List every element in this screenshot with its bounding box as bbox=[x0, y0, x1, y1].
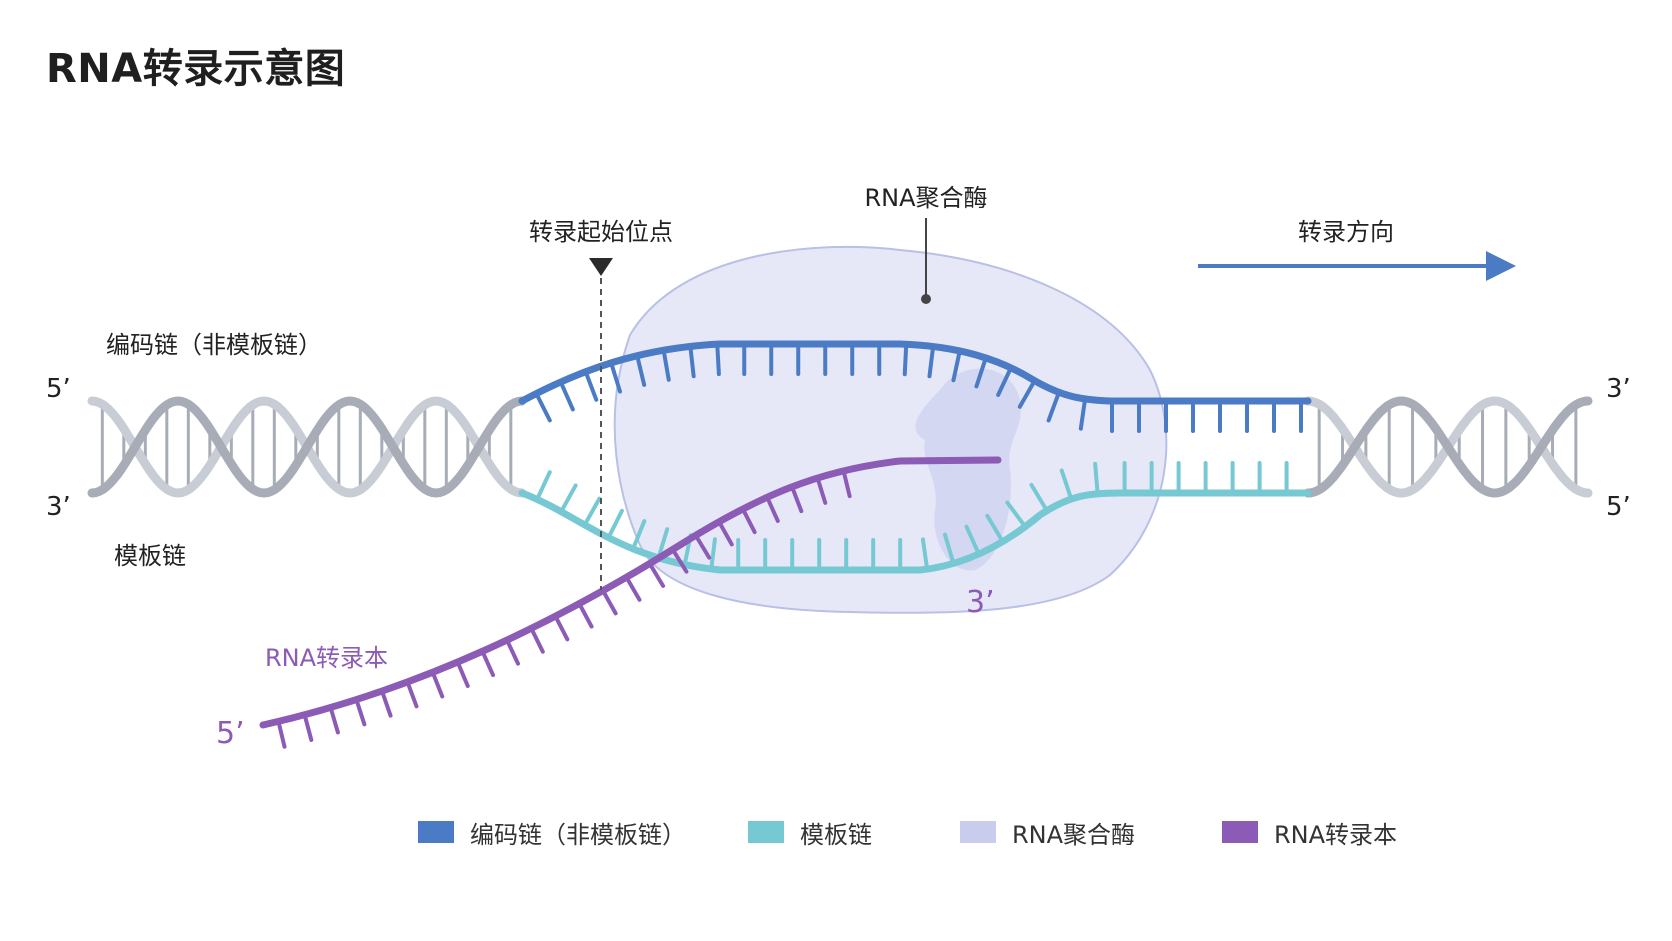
base-tick bbox=[1029, 482, 1049, 513]
base-tick bbox=[717, 519, 734, 547]
base-tick bbox=[688, 344, 696, 379]
base-tick bbox=[661, 348, 671, 382]
base-tick bbox=[647, 561, 666, 588]
base-tick bbox=[670, 547, 689, 574]
polymerase-pointer-dot bbox=[921, 294, 931, 304]
right-top-end-label: 3’ bbox=[1606, 374, 1631, 404]
base-tick bbox=[1005, 500, 1028, 529]
dna-double-helix-left bbox=[87, 396, 527, 498]
base-tick bbox=[942, 532, 956, 566]
base-tick bbox=[1093, 461, 1100, 496]
tss-label: 转录起始位点 bbox=[529, 218, 673, 246]
base-tick bbox=[1059, 468, 1074, 502]
base-tick bbox=[583, 369, 599, 402]
legend-label-transcript: RNA转录本 bbox=[1274, 820, 1398, 849]
legend-label-polymerase: RNA聚合酶 bbox=[1012, 820, 1136, 849]
direction-label: 转录方向 bbox=[1298, 218, 1394, 246]
polymerase-clamp bbox=[915, 368, 1021, 571]
legend-item-template: 模板链 bbox=[748, 812, 872, 852]
base-tick bbox=[631, 519, 647, 551]
base-tick bbox=[709, 537, 717, 572]
base-tick bbox=[790, 484, 804, 514]
base-tick bbox=[535, 470, 552, 502]
base-tick bbox=[354, 697, 367, 727]
base-tick bbox=[276, 719, 287, 749]
base-tick bbox=[430, 670, 445, 699]
tss-triangle-icon bbox=[589, 258, 613, 276]
base-tick bbox=[534, 391, 552, 423]
legend-swatch-polymerase bbox=[960, 821, 996, 843]
base-tick bbox=[480, 649, 496, 678]
base-tick bbox=[606, 508, 624, 540]
rna-polymerase bbox=[613, 245, 1168, 614]
base-tick bbox=[600, 588, 618, 616]
base-tick bbox=[740, 506, 757, 535]
legend-label-template: 模板链 bbox=[800, 820, 872, 849]
base-tick bbox=[328, 705, 340, 735]
direction-arrow-head bbox=[1486, 251, 1516, 281]
template-strand bbox=[518, 489, 1312, 574]
rna-5-end-label: 5’ bbox=[216, 716, 245, 751]
base-tick bbox=[902, 342, 909, 377]
legend-item-coding: 编码链（非模板链） bbox=[418, 812, 686, 852]
left-bottom-end-label: 3’ bbox=[46, 492, 71, 522]
base-tick bbox=[302, 712, 314, 742]
base-tick bbox=[920, 537, 930, 572]
base-tick bbox=[405, 679, 419, 709]
dna-double-helix-right bbox=[1303, 396, 1593, 498]
base-tick bbox=[553, 614, 570, 642]
base-tick bbox=[996, 365, 1013, 397]
right-bottom-end-label: 5’ bbox=[1606, 492, 1631, 522]
base-tick bbox=[927, 344, 936, 379]
base-tick bbox=[985, 513, 1005, 544]
legend-label-coding: 编码链（非模板链） bbox=[470, 820, 686, 849]
base-tick bbox=[841, 468, 852, 499]
base-tick bbox=[582, 496, 602, 527]
left-top-end-label: 5’ bbox=[46, 374, 71, 404]
base-tick bbox=[380, 689, 393, 718]
base-tick bbox=[558, 379, 575, 412]
template-strand-label: 模板链 bbox=[114, 542, 186, 570]
page-title: RNA转录示意图 bbox=[46, 46, 346, 92]
base-tick bbox=[715, 342, 721, 377]
legend-swatch-coding bbox=[418, 821, 454, 843]
base-tick bbox=[504, 638, 521, 666]
coding-strand-label: 编码链（非模板链） bbox=[106, 331, 322, 359]
base-tick bbox=[609, 360, 623, 394]
legend-swatch-transcript bbox=[1222, 821, 1258, 843]
base-tick bbox=[624, 575, 642, 602]
coding-strand-bases bbox=[534, 342, 1303, 433]
base-tick bbox=[455, 660, 470, 689]
base-tick bbox=[974, 355, 988, 389]
rna-transcript bbox=[259, 456, 1002, 729]
helix-backbone bbox=[87, 396, 527, 498]
base-tick bbox=[577, 601, 594, 629]
base-tick bbox=[1078, 396, 1088, 431]
legend-item-transcript: RNA转录本 bbox=[1222, 812, 1397, 852]
base-tick bbox=[1046, 390, 1061, 423]
legend: 编码链（非模板链） 模板链 RNA聚合酶 RNA转录本 bbox=[0, 812, 1672, 852]
base-tick bbox=[1017, 378, 1037, 409]
rna-transcript-bases bbox=[276, 468, 852, 749]
base-tick bbox=[964, 524, 981, 557]
template-strand-bases bbox=[535, 461, 1289, 572]
base-tick bbox=[765, 495, 780, 523]
rna-3-end-label: 3’ bbox=[966, 585, 995, 620]
polymerase-label: RNA聚合酶 bbox=[864, 184, 987, 212]
transcript-label: RNA转录本 bbox=[265, 644, 388, 672]
base-tick bbox=[951, 348, 962, 383]
base-tick bbox=[656, 527, 670, 560]
legend-item-polymerase: RNA聚合酶 bbox=[960, 812, 1135, 852]
legend-swatch-template bbox=[748, 821, 784, 843]
base-tick bbox=[559, 483, 578, 514]
base-tick bbox=[693, 533, 712, 560]
base-tick bbox=[635, 353, 647, 387]
base-tick bbox=[815, 475, 828, 505]
base-tick bbox=[529, 626, 545, 654]
helix-backbone bbox=[1303, 396, 1593, 498]
